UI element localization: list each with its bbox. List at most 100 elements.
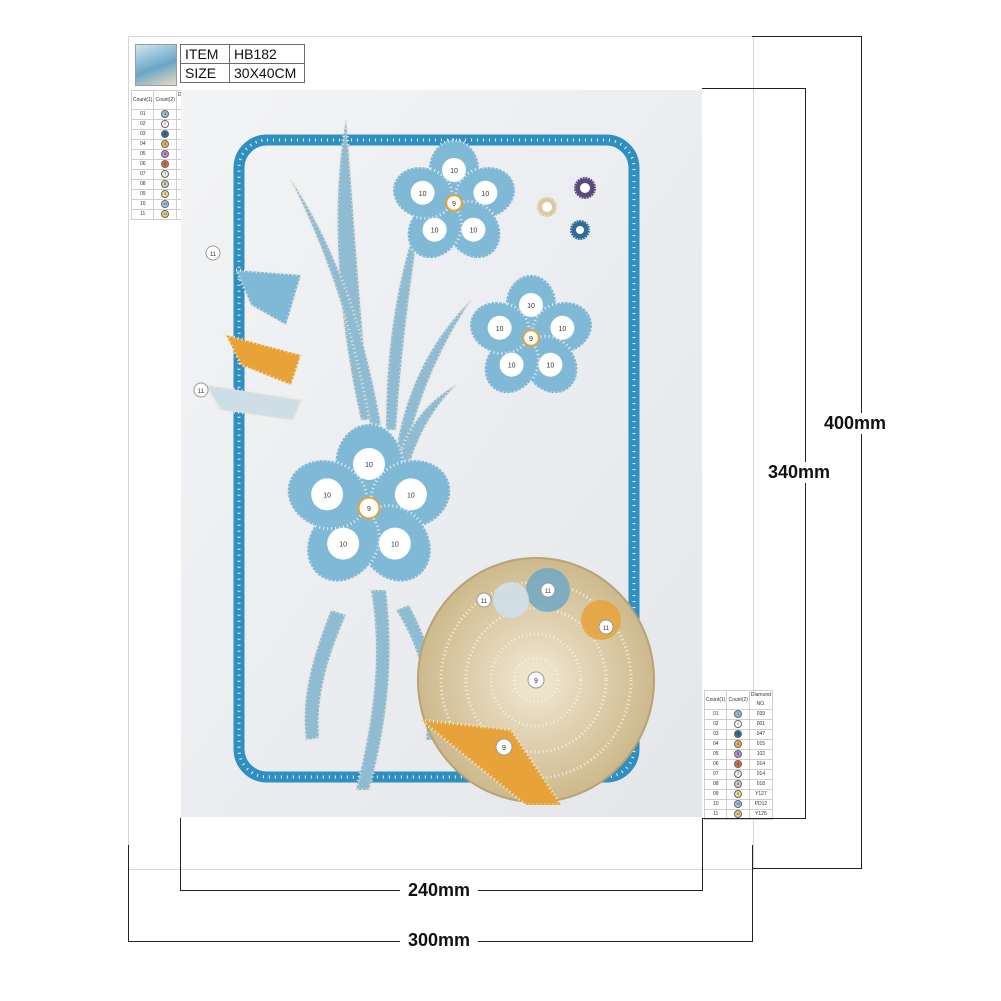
canvas-width-label: 300mm [400,930,479,951]
dim-line-image-height-top [702,88,806,89]
legend-swatch: 8 [734,780,743,788]
legend-row: 04 4 015 [703,739,773,750]
petal-label-bg [311,478,344,511]
petal-label: 10 [419,191,427,198]
petal-label-bg [519,293,543,317]
hat-flower-label: 11 [481,599,488,605]
size-label: SIZE [180,63,230,83]
petal-label-bg [353,448,385,480]
flower-center [522,329,540,347]
legend-header: Count(1) [130,90,155,110]
legend-code: PD12 [748,799,773,810]
petal-label: 10 [391,542,399,549]
flower-center [445,194,463,212]
flower-center [357,496,381,520]
legend-row: 06 6 014 [703,759,773,770]
legend-swatch: 1 [734,710,743,718]
color-legend-top: Count(1)Count(2)Diamond NO.0110390220010… [130,90,200,220]
petal-label: 10 [558,326,566,333]
legend-header: Count(1) [703,690,728,710]
legend-code: 014 [748,769,773,780]
legend-swatch: 1 [161,110,170,118]
legend-number: 09 [703,789,728,800]
petal-label: 10 [323,492,331,499]
legend-number: 04 [130,139,155,150]
petal-label-bg [550,315,575,340]
legend-swatch: 6 [161,160,170,168]
size-value: 30X40CM [229,63,305,83]
petal-label-bg [410,180,435,205]
legend-number: 06 [703,759,728,770]
petal-label-bg [487,315,512,340]
legend-swatch: 7 [161,170,170,178]
product-thumbnail [135,44,177,86]
petal-label-bg [442,158,466,182]
legend-swatch: 10 [161,200,170,208]
dim-line-image-height [805,88,806,819]
legend-code: 039 [748,709,773,720]
legend-header: Count(2) [153,90,177,110]
legend-number: 03 [130,129,155,140]
legend-swatch: 2 [734,720,743,728]
legend-number: 10 [130,199,155,210]
item-value: HB182 [229,44,305,64]
legend-swatch: 5 [161,150,170,158]
bud-label: 11 [198,389,205,395]
petal-label-bg [499,352,524,377]
legend-number: 02 [130,119,155,130]
legend-code: 015 [748,739,773,750]
legend-code: 018 [748,779,773,790]
legend-swatch: 8 [161,180,170,188]
legend-header: Count(2) [726,690,750,710]
legend-swatch: 10 [734,800,743,808]
legend-swatch: 6 [734,760,743,768]
legend-swatch: 9 [734,790,743,798]
legend-number: 05 [703,749,728,760]
legend-number: 07 [703,769,728,780]
legend-code: 102 [748,749,773,760]
petal-label: 10 [365,462,373,469]
legend-number: 05 [130,149,155,160]
legend-swatch: 11 [734,810,743,818]
petal-label-bg [473,180,498,205]
legend-number: 01 [703,709,728,720]
flower-center-label: 9 [529,336,533,343]
flower-center-label: 9 [452,201,456,208]
artwork: 11 11 101010101091010101010910101010109 … [181,90,702,817]
item-info-table: ITEM HB182 SIZE 30X40CM [180,44,305,83]
legend-row: 05 5 102 [703,749,773,760]
image-width-label: 240mm [400,880,479,901]
legend-number: 04 [703,739,728,750]
petal-label-bg [327,527,360,560]
petal-label-bg [461,217,486,242]
petal-label: 10 [407,492,415,499]
hat-bow-label: 9 [502,745,506,752]
blue-frame [233,134,640,783]
legend-number: 02 [703,719,728,730]
legend-number: 07 [130,169,155,180]
legend-number: 06 [130,159,155,170]
petal-label-bg [422,217,447,242]
petal-label: 10 [469,228,477,235]
dim-line-image-width-right [702,818,703,891]
legend-row: 01 1 039 [703,709,773,720]
legend-swatch: 11 [161,210,170,218]
legend-code: Y125 [748,809,773,820]
petal-label: 10 [339,542,347,549]
legend-swatch: 4 [734,740,743,748]
petal-label: 10 [450,168,458,175]
straw-hat: 9 9 11 11 11 [416,557,655,807]
legend-code: 014 [748,759,773,770]
petal-label: 10 [508,363,516,370]
petal-label: 10 [546,363,554,370]
item-label: ITEM [180,44,230,64]
dim-line-canvas-width-right [752,845,753,942]
legend-number: 08 [703,779,728,790]
legend-swatch: 5 [734,750,743,758]
